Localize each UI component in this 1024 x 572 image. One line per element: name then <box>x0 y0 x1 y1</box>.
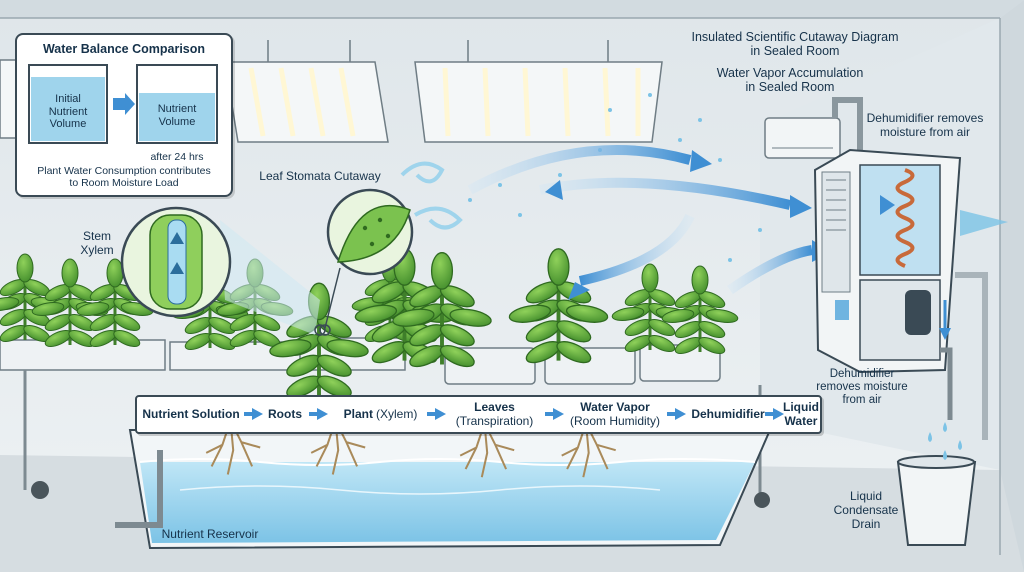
wall-ac-unit <box>764 97 863 159</box>
flow-step-roots: Roots <box>268 406 302 421</box>
flow-step-water-vapor: Water Vapor(Room Humidity) <box>569 400 660 428</box>
water-balance-containers <box>28 64 218 144</box>
leaf-stomata-zoom <box>319 188 414 336</box>
right-arrow-icon <box>244 408 263 420</box>
vapor-accumulation-title: Water Vapor Accumulation in Sealed Room <box>716 66 864 95</box>
water-balance-title: Water Balance Comparison <box>42 42 206 56</box>
water-balance-panel: Water Balance Comparison Initial Nutrien… <box>15 33 233 197</box>
flow-step-dehumidifier: Dehumidifier <box>691 406 765 421</box>
nutrient-reservoir-label: Nutrient Reservoir <box>161 527 259 541</box>
dehumidifier-top-label: Dehumidifier removes moisture from air <box>866 111 984 139</box>
right-arrow-icon <box>309 408 328 420</box>
right-arrow-icon <box>765 408 784 420</box>
after-24hrs-caption: after 24 hrs <box>150 151 204 163</box>
right-arrow-icon <box>667 408 686 420</box>
diagram-title: Insulated Scientific Cutaway Diagram in … <box>691 30 899 59</box>
stem-xylem-label: Stem Xylem <box>80 229 114 257</box>
leaf-stomata-label: Leaf Stomata Cutaway <box>259 169 381 183</box>
dehumidifier <box>813 148 1008 450</box>
flow-step-nutrient-solution: Nutrient Solution <box>142 406 240 421</box>
dehumidifier-side-label: Dehumidifier removes moisture from air <box>816 368 908 407</box>
room-corner-wall <box>1000 0 1024 572</box>
water-flow-sequence: Nutrient Solution Roots Plant(Xylem) Lea… <box>135 395 822 434</box>
condensate-drain-label: Liquid Condensate Drain <box>833 489 899 531</box>
right-arrow-icon <box>427 408 446 420</box>
flow-step-plant: Plant(Xylem) <box>343 406 418 421</box>
condensate-bin <box>896 450 977 546</box>
flow-step-leaves: Leaves(Transpiration) <box>455 400 534 428</box>
initial-volume-label: Initial Nutrient Volume <box>48 93 88 131</box>
nutrient-reservoir <box>115 419 772 550</box>
after-volume-label: Nutrient Volume <box>157 103 197 128</box>
right-arrow-icon <box>545 408 564 420</box>
comparison-arrow-icon <box>113 93 135 115</box>
grow-lights <box>0 40 663 143</box>
water-balance-note: Plant Water Consumption contributes to R… <box>37 165 211 190</box>
vapor-swirls <box>400 93 762 262</box>
stem-xylem-zoom <box>120 206 326 336</box>
